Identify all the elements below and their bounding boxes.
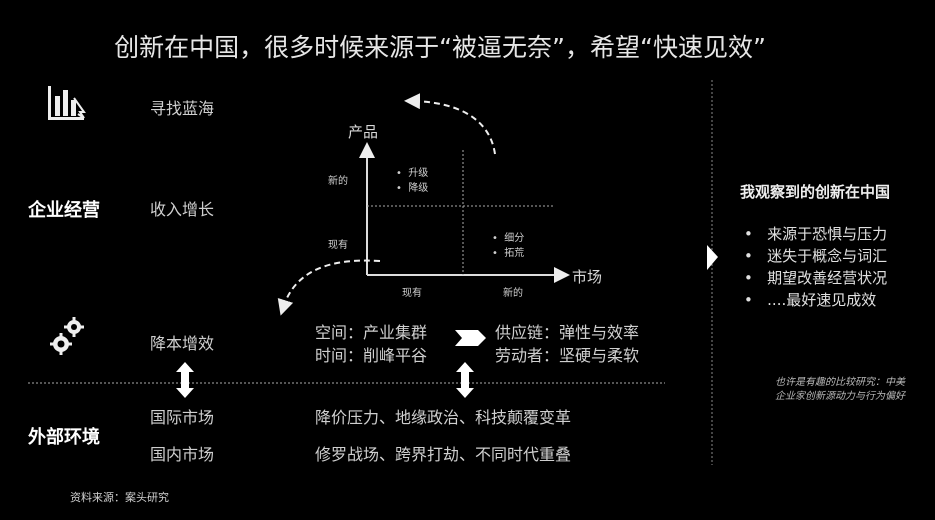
cost-label: 降本增效 xyxy=(150,334,215,353)
supply-item: 供应链：弹性与效率 xyxy=(495,323,640,342)
quadrant-item: • 降级 xyxy=(396,183,429,194)
quadrant-item-text: 拓荒 xyxy=(504,248,525,259)
x-tick-new: 新的 xyxy=(503,288,523,299)
time-item: 时间：削峰平谷 xyxy=(315,346,428,365)
dashed-curve-arrow-top xyxy=(404,93,496,155)
right-heading: 我观察到的创新在中国 xyxy=(740,183,891,201)
y-tick-new: 新的 xyxy=(328,176,348,187)
dashed-curve-arrow-bottom xyxy=(277,259,381,316)
quadrant-item-text: 降级 xyxy=(408,183,429,194)
y-tick-existing: 现有 xyxy=(328,240,348,251)
external-section-label: 外部环境 xyxy=(28,427,100,448)
right-bullet: • 迷失于概念与词汇 xyxy=(744,247,888,265)
gears-icon xyxy=(50,317,84,355)
space-item: 空间：产业集群 xyxy=(315,323,428,342)
right-bullet: • 期望改善经营状况 xyxy=(744,269,888,287)
double-arrow-icon xyxy=(176,362,194,398)
source-note: 资料来源：案头研究 xyxy=(70,491,169,504)
right-bullet: • ....最好速见成效 xyxy=(744,291,877,309)
note-line: 也许是有趣的比较研究：中美 xyxy=(775,377,905,388)
quadrant-item: • 细分 xyxy=(492,233,525,244)
y-axis-label: 产品 xyxy=(348,123,379,141)
bullet-text: 迷失于概念与词汇 xyxy=(767,247,888,265)
labor-item: 劳动者：坚硬与柔软 xyxy=(495,346,640,365)
blue-ocean-label: 寻找蓝海 xyxy=(150,99,215,118)
note-line: 企业家创新源动力与行为偏好 xyxy=(775,391,905,402)
right-bullet: • 来源于恐惧与压力 xyxy=(744,225,888,243)
quadrant-item: • 拓荒 xyxy=(492,248,525,259)
matrix-axes xyxy=(359,142,570,283)
intl-market-label: 国际市场 xyxy=(150,408,215,427)
matrix-gridlines xyxy=(367,150,553,275)
quadrant-item-text: 升级 xyxy=(408,168,429,179)
italic-note: 也许是有趣的比较研究：中美企业家创新源动力与行为偏好 xyxy=(775,376,905,404)
chevron-arrow-icon xyxy=(455,330,486,346)
triangle-pointer-icon xyxy=(707,245,718,270)
domestic-market-label: 国内市场 xyxy=(150,445,215,464)
enterprise-section-label: 企业经营 xyxy=(28,200,100,221)
x-tick-existing: 现有 xyxy=(402,288,422,299)
intl-factors: 降价压力、地缘政治、科技颠覆变革 xyxy=(315,408,572,427)
quadrant-item: • 升级 xyxy=(396,168,429,179)
revenue-label: 收入增长 xyxy=(150,200,215,219)
bullet-text: ....最好速见成效 xyxy=(767,291,877,309)
bullet-text: 期望改善经营状况 xyxy=(767,269,888,287)
double-arrow-icon xyxy=(456,362,474,398)
quadrant-item-text: 细分 xyxy=(504,233,525,244)
chart-icon xyxy=(48,86,86,120)
domestic-factors: 修罗战场、跨界打劫、不同时代重叠 xyxy=(315,445,572,464)
bullet-text: 来源于恐惧与压力 xyxy=(767,225,888,243)
x-axis-label: 市场 xyxy=(572,268,603,286)
page-title: 创新在中国，很多时候来源于“被逼无奈”，希望“快速见效” xyxy=(114,33,766,62)
